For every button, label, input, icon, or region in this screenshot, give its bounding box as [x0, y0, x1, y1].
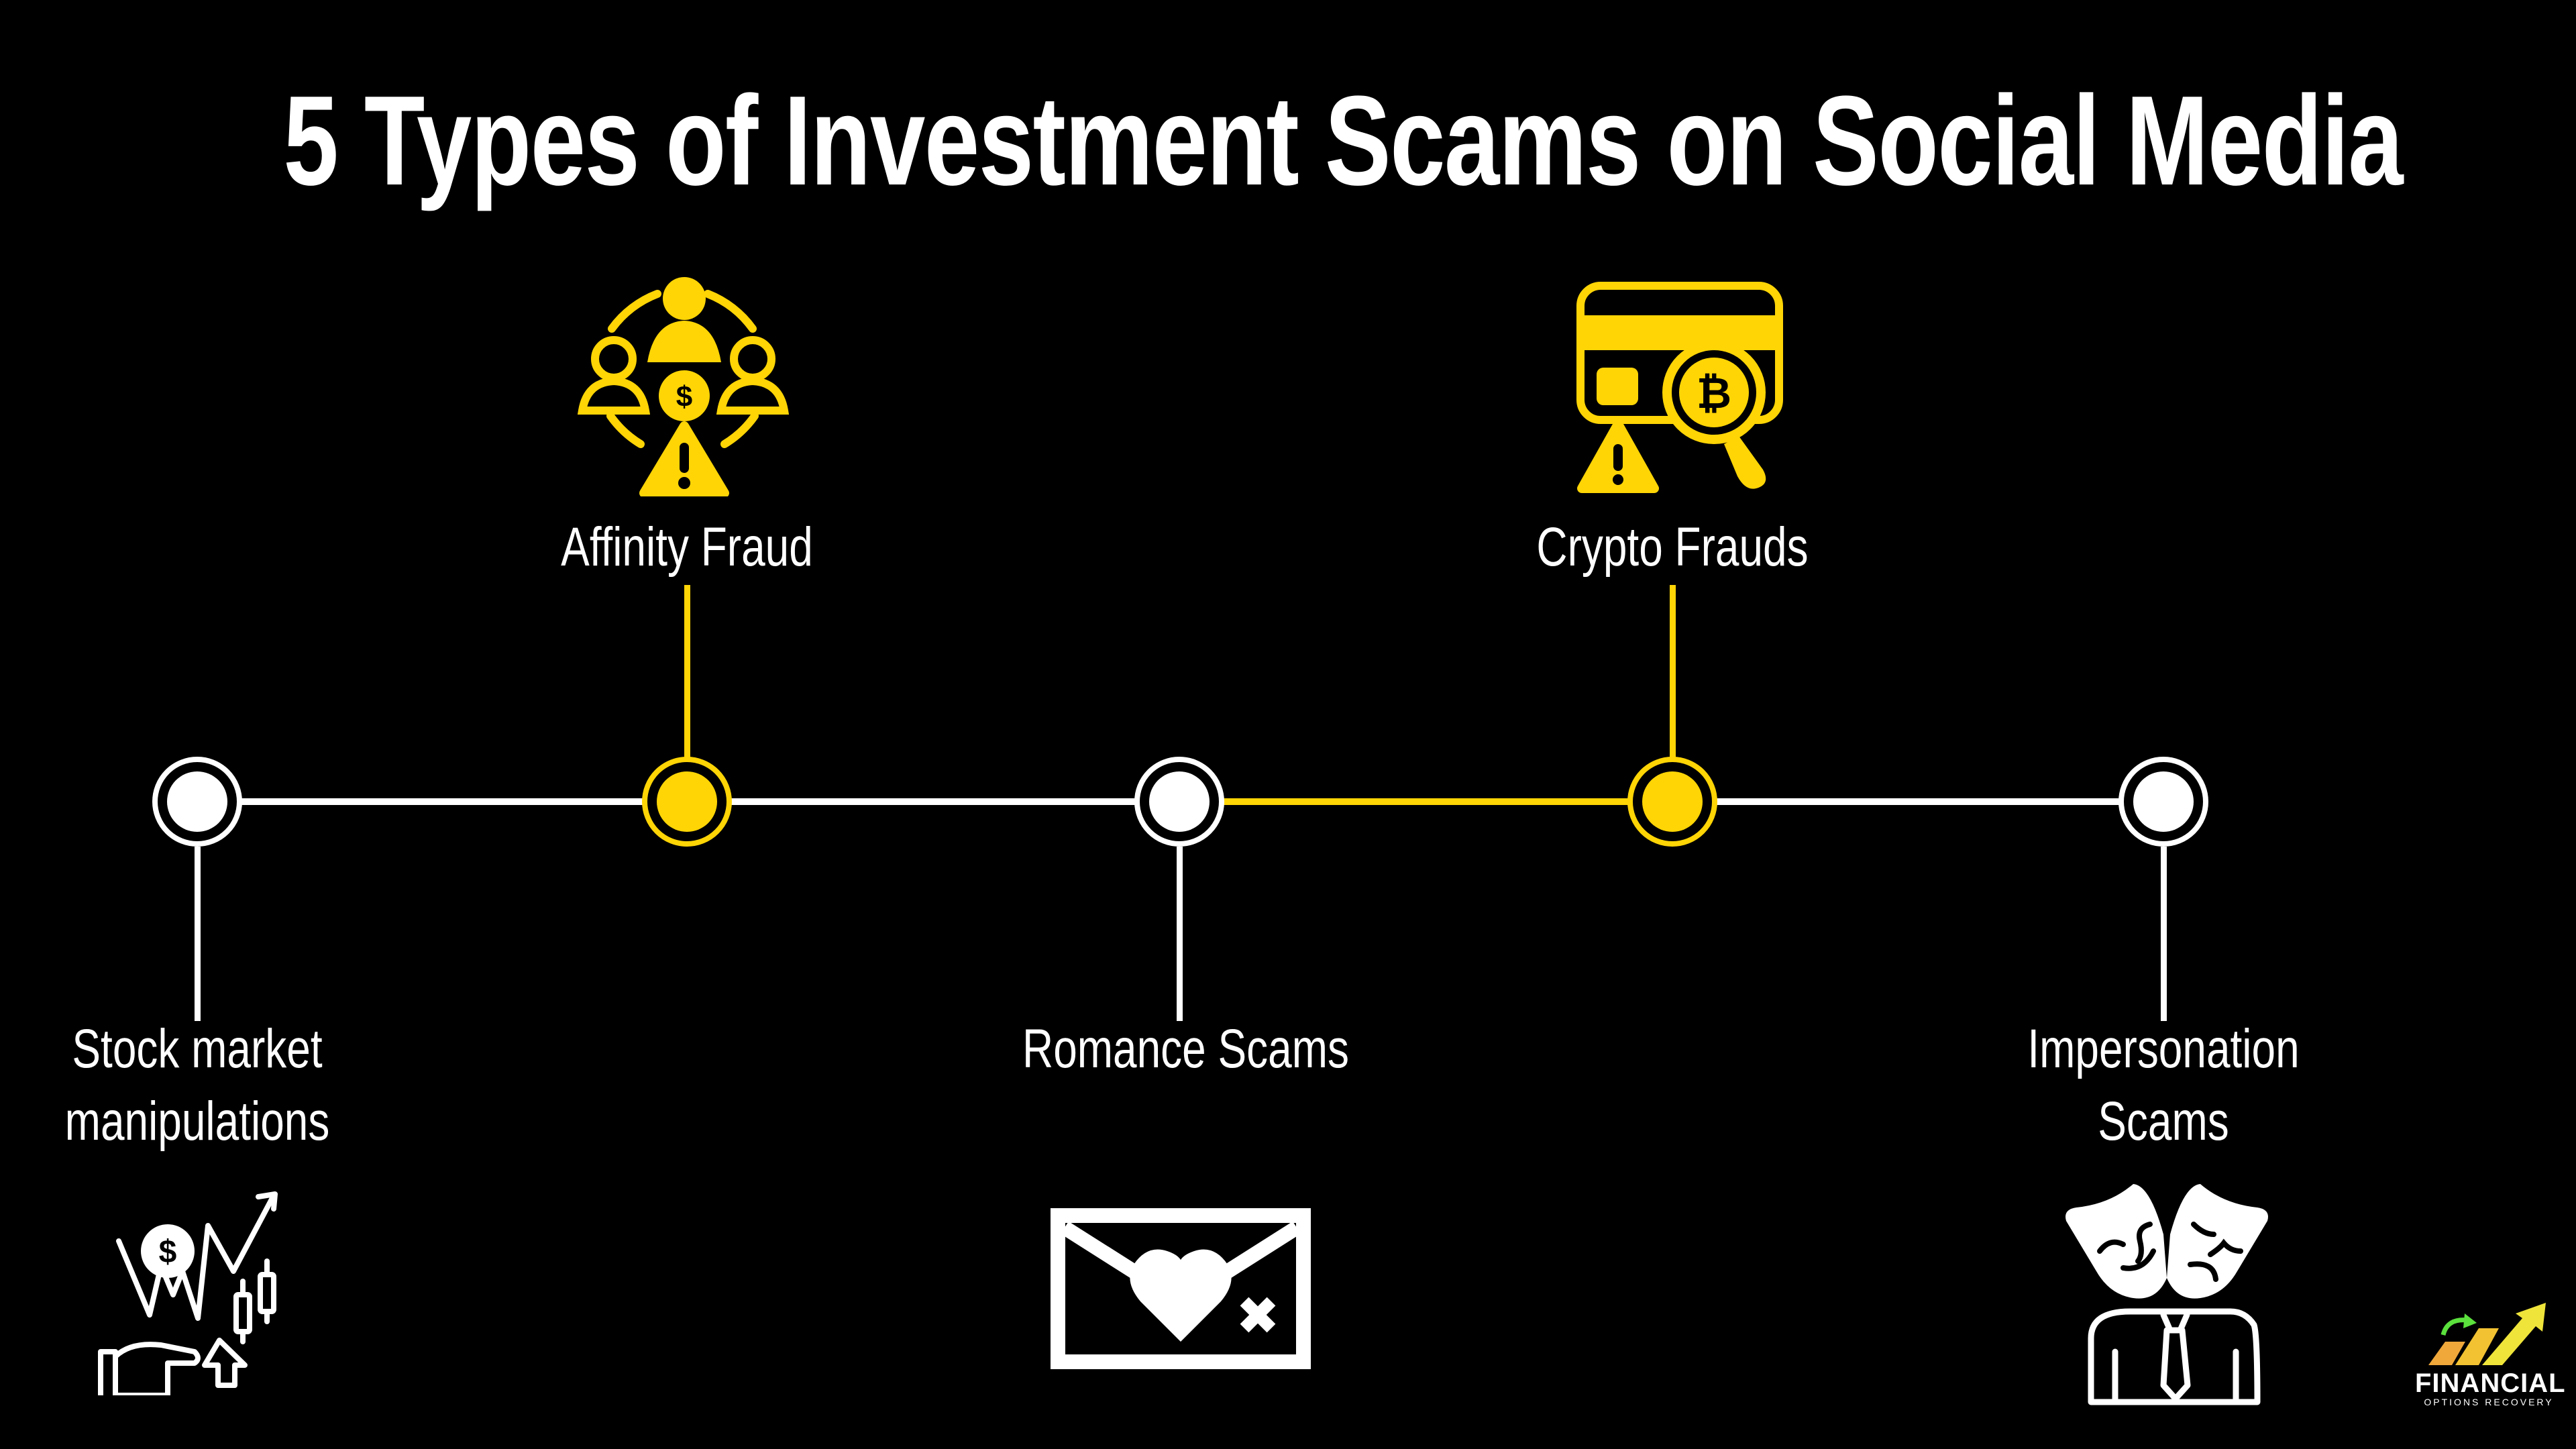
timeline-node-affinity [642, 757, 732, 847]
logo-tagline: OPTIONS RECOVERY [2424, 1397, 2554, 1407]
crypto-fraud-icon: ₿ [1576, 282, 1783, 493]
label-line: Stock market [72, 1018, 323, 1079]
timeline-segment-highlight [1179, 798, 1672, 805]
label-line: Crypto Frauds [1536, 517, 1809, 578]
timeline-node-crypto [1627, 757, 1717, 847]
brand-logo: FINANCIAL OPTIONS RECOVERY [2415, 1288, 2566, 1409]
label-impersonation: Impersonation Scams [2006, 1013, 2320, 1158]
label-line: Affinity Fraud [561, 517, 813, 578]
connector-crypto [1670, 585, 1676, 759]
timeline-segment [1672, 798, 2163, 805]
affinity-fraud-icon: $ [577, 277, 790, 496]
timeline-node-stock [152, 757, 242, 847]
stock-manipulation-icon: $ [98, 1191, 278, 1395]
svg-text:$: $ [676, 380, 692, 413]
page-title: 5 Types of Investment Scams on Social Me… [283, 70, 2403, 212]
svg-text:₿: ₿ [1697, 369, 1731, 417]
svg-text:$: $ [159, 1234, 177, 1270]
timeline-node-impersonation [2118, 757, 2208, 847]
label-line: manipulations [64, 1091, 330, 1152]
label-crypto: Crypto Frauds [1515, 511, 1829, 584]
logo-arrow-icon [2428, 1303, 2546, 1365]
connector-stock [195, 847, 201, 1021]
connector-affinity [684, 585, 690, 759]
label-line: Impersonation [2027, 1018, 2300, 1079]
label-line: Scams [2098, 1091, 2229, 1152]
label-stock: Stock market manipulations [40, 1013, 354, 1158]
connector-romance [1177, 847, 1183, 1021]
timeline-node-romance [1134, 757, 1224, 847]
logo-wordmark: FINANCIAL [2415, 1368, 2566, 1398]
label-affinity: Affinity Fraud [530, 511, 844, 584]
romance-envelope-icon [1051, 1208, 1311, 1369]
impersonation-masks-icon [2065, 1184, 2268, 1405]
label-romance: Romance Scams [1022, 1013, 1349, 1085]
label-line: Romance Scams [1022, 1018, 1349, 1079]
connector-impersonation [2161, 847, 2167, 1021]
